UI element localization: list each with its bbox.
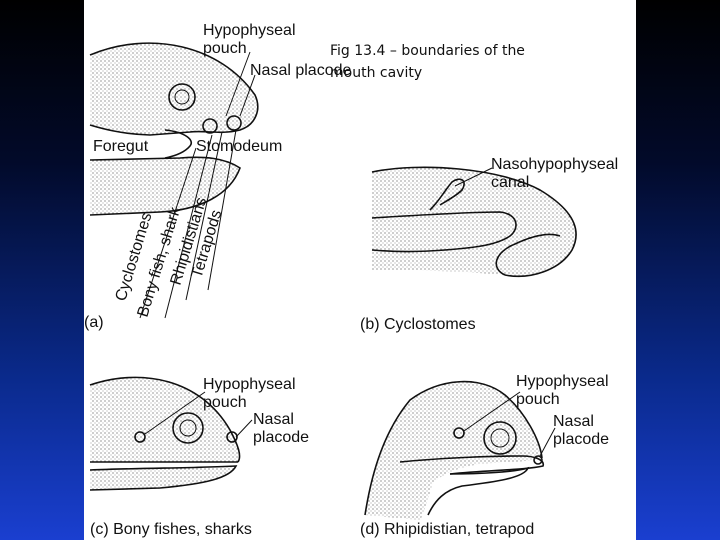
panel-c-pouch-label-2: pouch xyxy=(203,394,247,411)
panel-d-eye-outer xyxy=(483,421,517,455)
panel-a-eye-inner xyxy=(174,89,190,105)
panel-b-label: (b) Cyclostomes xyxy=(360,316,476,333)
caption-text: – boundaries of the mouth cavity xyxy=(330,43,525,81)
panel-b-oral-hood xyxy=(495,233,561,276)
panel-c-leader-pouch xyxy=(144,391,206,435)
panel-a-leader-pouch xyxy=(225,51,251,117)
panel-a-eye-outer xyxy=(168,83,196,111)
panel-c-jaw xyxy=(90,466,236,490)
panel-c-pouch-label-1: Hypophyseal xyxy=(203,376,296,393)
panel-a-pouch-label-1: Hypophyseal xyxy=(203,22,296,39)
panel-a-head-lower xyxy=(90,157,240,215)
panel-a-placode-2 xyxy=(226,115,242,131)
panel-d-leader-pouch xyxy=(463,391,521,432)
panel-c-head-upper-outline xyxy=(89,376,241,463)
panel-b-mouth-outline xyxy=(371,211,517,253)
caption-fig-number: Fig 13.4 xyxy=(330,43,386,59)
panel-b-leader-canal xyxy=(454,167,493,187)
panel-a-head-lower-outline xyxy=(89,156,241,216)
panel-d-eye-inner xyxy=(490,428,510,448)
panel-c-placode-2 xyxy=(226,431,238,443)
panel-c-label: (c) Bony fishes, sharks xyxy=(90,521,252,538)
panel-c-eye-outer xyxy=(172,412,204,444)
panel-d-placode-2 xyxy=(533,455,543,465)
panel-c: Hypophyseal pouch Nasal placode (c) Bony… xyxy=(89,376,309,538)
panel-d-pouch-label-1: Hypophyseal xyxy=(516,373,609,390)
panel-a-foregut-label: Foregut xyxy=(93,138,149,155)
panel-a-leader-placode xyxy=(239,74,256,117)
panel-a-boundary-line-4 xyxy=(207,129,237,291)
panel-d: Hypophyseal pouch Nasal placode (d) Rhip… xyxy=(360,373,609,538)
panel-d-placode-label-1: Nasal xyxy=(553,413,594,430)
panel-a-nasal-placode-label: Nasal placode xyxy=(250,62,352,79)
panel-c-jaw-outline xyxy=(89,465,238,491)
panel-d-head-outline xyxy=(364,380,543,516)
panel-b-head xyxy=(372,167,577,277)
panel-a-placode-1 xyxy=(202,118,218,134)
panel-d-jaw-outline xyxy=(427,466,530,516)
panel-c-eye-inner xyxy=(179,419,197,437)
panel-c-leader-placode xyxy=(235,419,253,438)
panel-a-stomodeum-label: Stomodeum xyxy=(196,138,282,155)
panel-d-head xyxy=(365,381,542,520)
panel-b-canal-label-1: Nasohypophyseal xyxy=(491,156,618,173)
panel-a-head-upper-outline xyxy=(89,42,259,136)
panel-b-canal xyxy=(429,178,465,211)
panel-a-pouch-label-2: pouch xyxy=(203,40,247,57)
panel-a-head-upper xyxy=(90,43,258,135)
panel-d-placode-label-2: placode xyxy=(553,431,609,448)
panel-a-label: (a) xyxy=(84,314,104,331)
panel-b-canal-label-2: canal xyxy=(491,174,529,191)
panel-c-placode-1 xyxy=(134,431,146,443)
panel-b: Nasohypophyseal canal (b) Cyclostomes xyxy=(360,156,618,333)
panel-a-boundary-line-3 xyxy=(185,131,223,301)
figure-caption: Fig 13.4 – boundaries of the mouth cavit… xyxy=(330,40,545,84)
panel-a-foregut-cavity xyxy=(164,129,192,159)
panel-a: Hypophyseal pouch Nasal placode Foregut … xyxy=(84,22,352,331)
panel-b-head-upper-outline xyxy=(371,166,577,277)
panel-a-boundary-line-1 xyxy=(139,147,197,319)
panel-a-boundary-line-2 xyxy=(164,134,213,319)
panel-d-label: (d) Rhipidistian, tetrapod xyxy=(360,521,534,538)
panel-d-placode-1 xyxy=(453,427,465,439)
panel-c-placode-label-1: Nasal xyxy=(253,411,294,428)
panel-d-leader-placode xyxy=(539,427,556,457)
panel-d-pouch-label-2: pouch xyxy=(516,391,560,408)
panel-c-placode-label-2: placode xyxy=(253,429,309,446)
